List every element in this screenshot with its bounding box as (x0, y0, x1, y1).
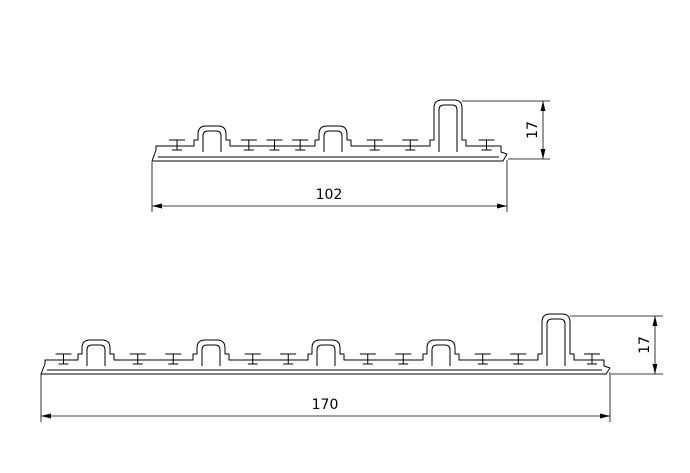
arrowhead-right (600, 413, 610, 419)
dimension-width-170: 170 (40, 372, 611, 422)
dimension-text-height: 17 (637, 336, 653, 354)
arrowhead-bottom (652, 364, 658, 374)
dimension-text-height: 17 (525, 121, 541, 139)
dimension-height-17-bottom: 17 (570, 315, 663, 375)
dimension-height-17-top: 17 (462, 100, 550, 160)
dimension-width-102: 102 (151, 160, 508, 212)
profile-170-outline (40, 313, 611, 375)
dimension-text-width: 102 (316, 187, 343, 203)
arrowhead-bottom (540, 149, 546, 159)
arrowhead-left (152, 203, 162, 209)
profile-102-rib-details (158, 104, 499, 158)
arrowhead-right (497, 203, 507, 209)
arrowhead-top (652, 316, 658, 326)
profile-102-outline (151, 99, 508, 162)
arrowhead-top (540, 101, 546, 111)
dimension-text-width: 170 (312, 397, 339, 413)
profile-102: 102 17 (151, 99, 550, 212)
profile-170: 170 17 (40, 313, 663, 422)
profile-170-rib-details (47, 318, 602, 371)
arrowhead-left (41, 413, 51, 419)
